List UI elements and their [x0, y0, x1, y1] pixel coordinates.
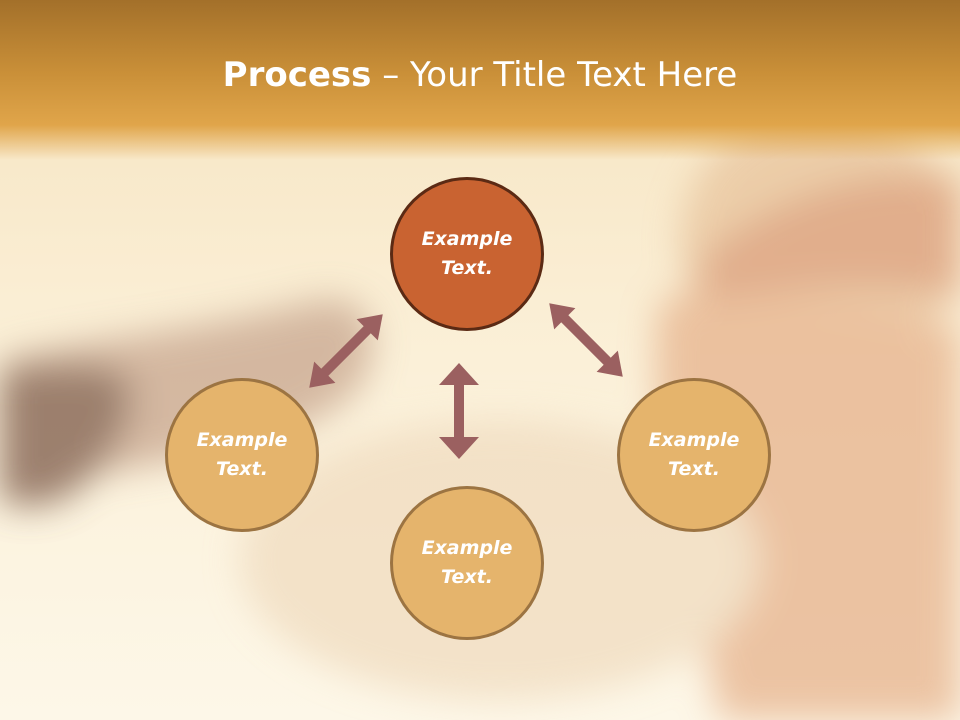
arrow-center-left — [309, 314, 383, 388]
process-node-left: Example Text. — [165, 378, 319, 532]
title-rest-part: Your Title Text Here — [410, 55, 738, 95]
slide-title: Process – Your Title Text Here — [0, 52, 960, 98]
process-node-center-text: Example Text. — [421, 228, 513, 279]
title-bold-part: Process — [222, 55, 372, 95]
title-band — [0, 0, 960, 160]
process-node-left-text: Example Text. — [196, 429, 288, 480]
process-node-bottom-text: Example Text. — [421, 537, 513, 588]
process-node-right: Example Text. — [617, 378, 771, 532]
arrow-center-bottom — [439, 363, 479, 459]
title-dash: – — [371, 55, 411, 95]
arrow-center-right — [549, 303, 623, 377]
process-node-bottom: Example Text. — [390, 486, 544, 640]
process-node-right-text: Example Text. — [648, 429, 740, 480]
process-node-center: Example Text. — [390, 177, 544, 331]
